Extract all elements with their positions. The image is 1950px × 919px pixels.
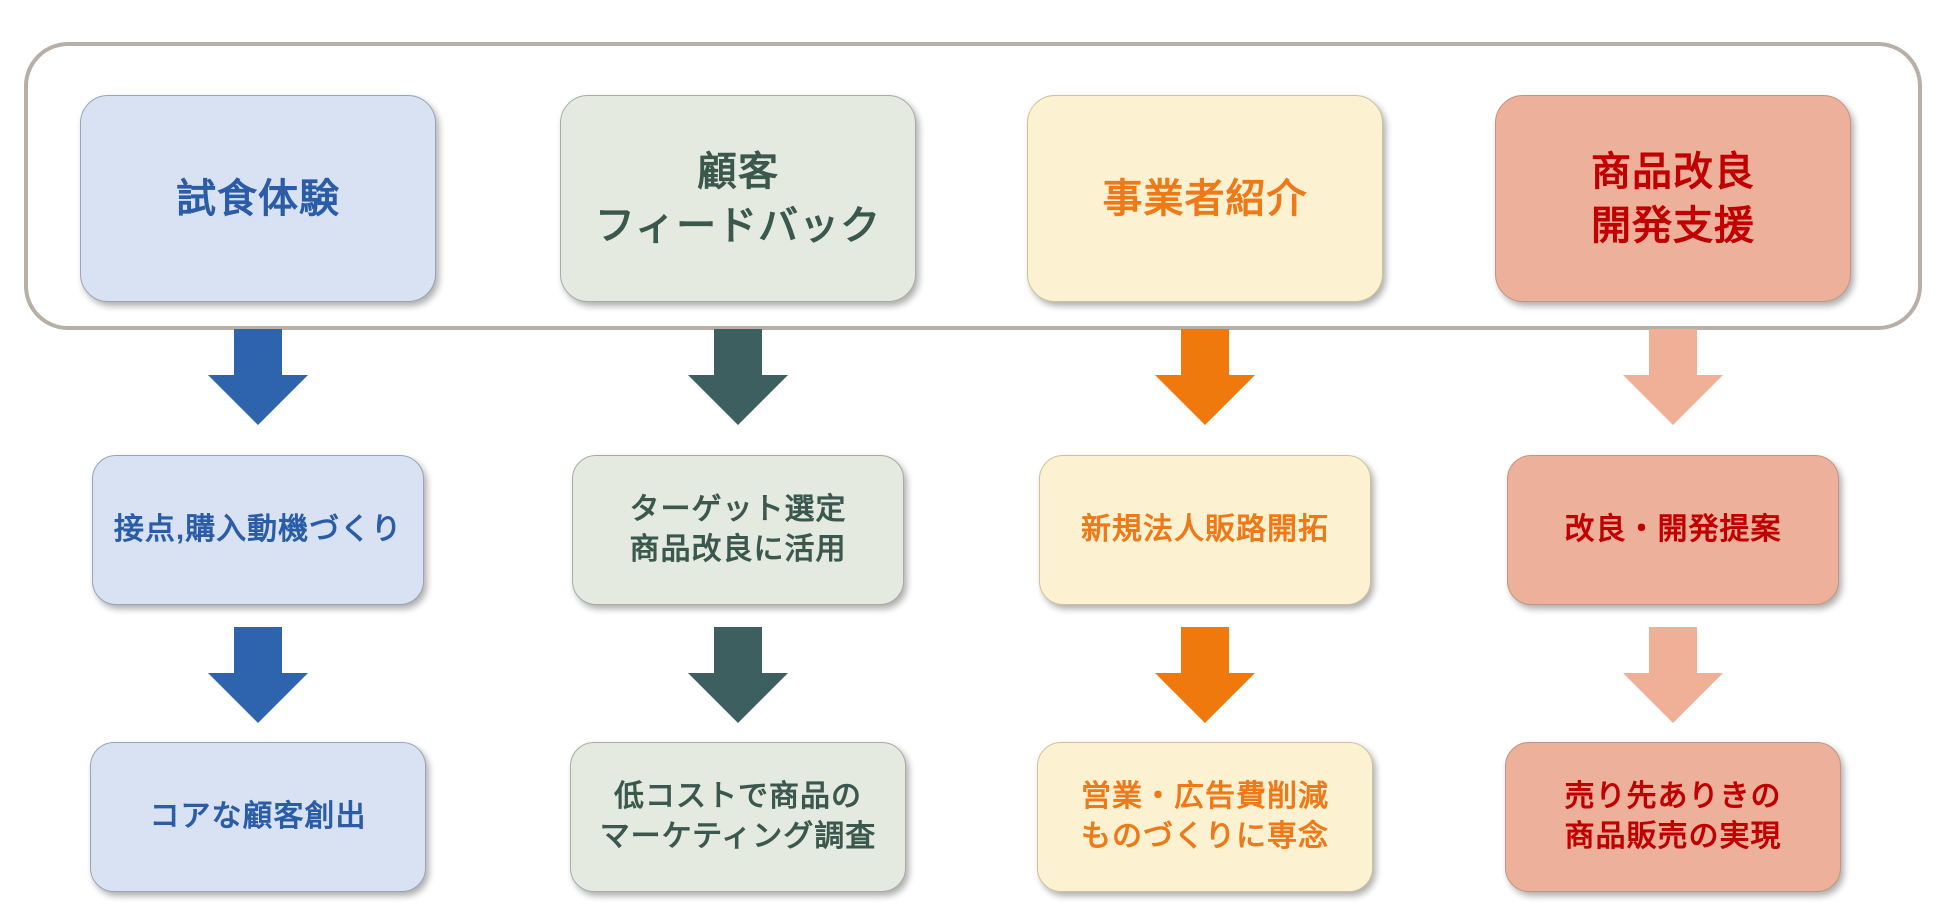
middle-box-label: ターゲット選定 商品改良に活用 <box>629 492 847 567</box>
bottom-box-label: 営業・広告費削減 ものづくりに専念 <box>1081 779 1329 854</box>
middle-box-label: 改良・開発提案 <box>1564 512 1782 546</box>
top-box-tasting-experience: 試食体験 <box>80 95 436 302</box>
bottom-box-customer-feedback: 低コストで商品の マーケティング調査 <box>570 742 906 892</box>
top-box-label: 商品改良 開発支援 <box>1591 149 1755 248</box>
down-arrow-icon <box>1155 329 1255 425</box>
down-arrow-icon <box>208 627 308 723</box>
top-box-product-improvement: 商品改良 開発支援 <box>1495 95 1851 302</box>
down-arrow-icon <box>1623 627 1723 723</box>
middle-box-customer-feedback: ターゲット選定 商品改良に活用 <box>572 455 904 605</box>
down-arrow-icon <box>1623 329 1723 425</box>
middle-box-product-improvement: 改良・開発提案 <box>1507 455 1839 605</box>
middle-box-label: 新規法人販路開拓 <box>1081 512 1329 546</box>
bottom-box-business-referral: 営業・広告費削減 ものづくりに専念 <box>1037 742 1373 892</box>
column-customer-feedback: 顧客 フィードバック ターゲット選定 商品改良に活用 低コストで商品の マーケテ… <box>498 0 978 919</box>
down-arrow-icon <box>1155 627 1255 723</box>
bottom-box-label: コアな顧客創出 <box>149 799 367 833</box>
top-box-customer-feedback: 顧客 フィードバック <box>560 95 916 302</box>
column-business-referral: 事業者紹介 新規法人販路開拓 営業・広告費削減 ものづくりに専念 <box>965 0 1445 919</box>
top-box-label: 顧客 フィードバック <box>594 149 882 248</box>
down-arrow-icon <box>688 329 788 425</box>
down-arrow-icon <box>208 329 308 425</box>
bottom-box-label: 低コストで商品の マーケティング調査 <box>599 779 877 854</box>
top-box-business-referral: 事業者紹介 <box>1027 95 1383 302</box>
bottom-box-product-improvement: 売り先ありきの 商品販売の実現 <box>1505 742 1841 892</box>
bottom-box-tasting-experience: コアな顧客創出 <box>90 742 426 892</box>
column-product-improvement: 商品改良 開発支援 改良・開発提案 売り先ありきの 商品販売の実現 <box>1433 0 1913 919</box>
column-tasting-experience: 試食体験 接点,購入動機づくり コアな顧客創出 <box>18 0 498 919</box>
bottom-box-label: 売り先ありきの 商品販売の実現 <box>1564 779 1782 854</box>
top-box-label: 事業者紹介 <box>1102 176 1308 221</box>
top-box-label: 試食体験 <box>176 176 340 221</box>
down-arrow-icon <box>688 627 788 723</box>
middle-box-label: 接点,購入動機づくり <box>113 512 403 546</box>
middle-box-business-referral: 新規法人販路開拓 <box>1039 455 1371 605</box>
middle-box-tasting-experience: 接点,購入動機づくり <box>92 455 424 605</box>
